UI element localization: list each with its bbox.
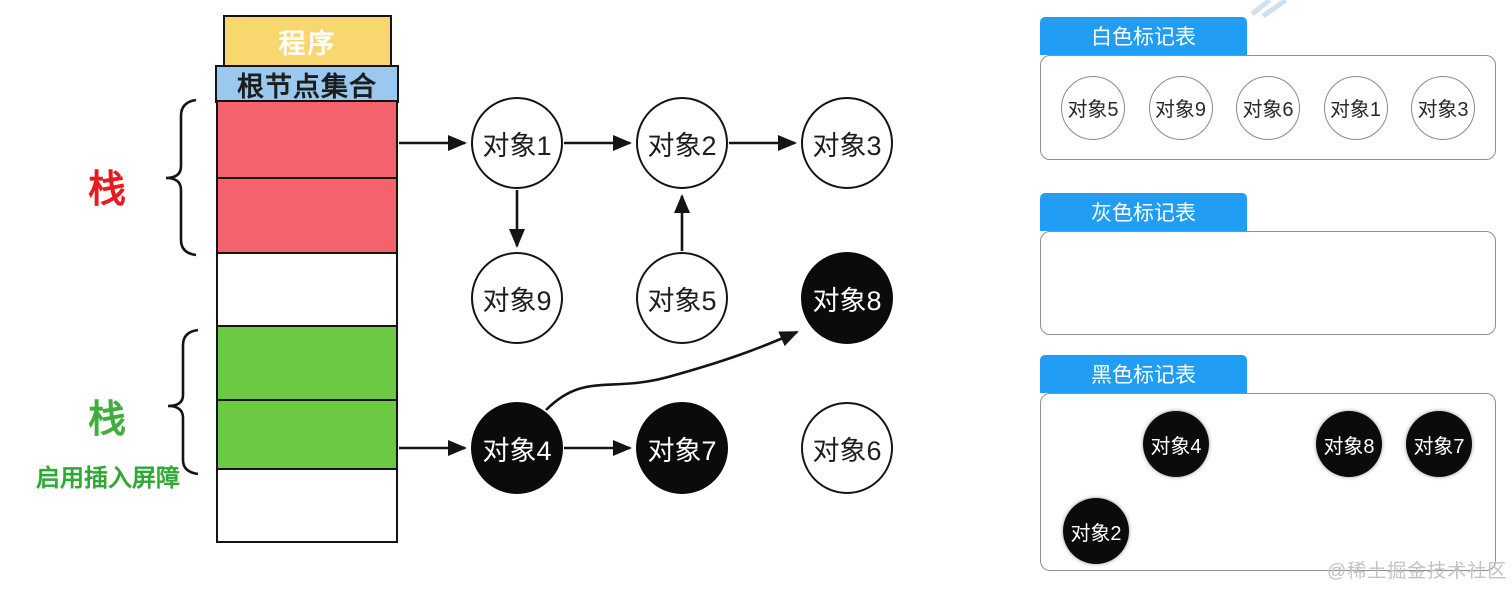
node-obj1: 对象1 [471, 97, 563, 189]
white-table-body: 对象5 对象9 对象6 对象1 对象3 [1040, 55, 1496, 160]
node-obj8-label: 对象8 [812, 285, 882, 316]
site-watermark: @稀土掘金技术社区 [1327, 561, 1508, 582]
black-table-body: 对象4 对象8 对象7 对象2 [1040, 393, 1496, 571]
node-obj9-label: 对象9 [482, 285, 552, 316]
black-item-obj7: 对象7 [1406, 411, 1472, 477]
node-obj2: 对象2 [636, 97, 728, 189]
stack-row-green-2 [216, 399, 398, 471]
black-item-obj8-label: 对象8 [1323, 435, 1375, 458]
black-item-obj4: 对象4 [1143, 411, 1209, 477]
white-item-obj9: 对象9 [1148, 75, 1213, 140]
node-obj9: 对象9 [471, 252, 563, 344]
white-table-title: 白色标记表 [1091, 26, 1196, 49]
root-set-box: 根节点集合 [215, 65, 399, 103]
black-item-obj2: 对象2 [1063, 498, 1129, 564]
gray-table-title: 灰色标记表 [1091, 202, 1196, 225]
white-item-obj6: 对象6 [1236, 75, 1300, 140]
node-obj1-label: 对象1 [482, 130, 552, 161]
corner-sliver [1250, 0, 1288, 19]
white-item-obj6-label: 对象6 [1242, 99, 1294, 121]
gray-table-header: 灰色标记表 [1040, 193, 1247, 231]
insert-barrier-note: 启用插入屏障 [36, 465, 180, 492]
edge-obj4-obj8 [545, 330, 799, 411]
node-obj3: 对象3 [801, 97, 893, 189]
node-obj5-label: 对象5 [647, 285, 717, 316]
stack-row-green-1 [216, 325, 398, 402]
stack-row-red-1 [216, 100, 398, 180]
program-box: 程序 [223, 15, 392, 68]
black-table-header: 黑色标记表 [1040, 355, 1247, 393]
node-obj2-label: 对象2 [647, 130, 717, 161]
node-obj3-label: 对象3 [812, 130, 882, 161]
white-item-obj3: 对象3 [1411, 75, 1475, 140]
black-item-obj7-label: 对象7 [1413, 435, 1465, 458]
node-obj5: 对象5 [636, 252, 728, 344]
white-item-obj9-label: 对象9 [1154, 99, 1207, 121]
white-item-obj5-label: 对象5 [1067, 99, 1119, 121]
node-obj6: 对象6 [801, 402, 893, 494]
stack-row-white-2 [216, 468, 398, 543]
node-obj8: 对象8 [801, 252, 893, 344]
white-table-header: 白色标记表 [1040, 17, 1247, 55]
black-item-obj4-label: 对象4 [1150, 435, 1202, 458]
brace-red [165, 98, 197, 257]
node-obj7-label: 对象7 [647, 435, 717, 466]
stack-row-white-1 [216, 252, 398, 328]
black-table-title: 黑色标记表 [1091, 364, 1196, 387]
program-label: 程序 [278, 29, 337, 59]
node-obj7: 对象7 [636, 402, 728, 494]
white-item-obj3-label: 对象3 [1417, 99, 1469, 121]
black-item-obj8: 对象8 [1316, 411, 1382, 477]
node-obj6-label: 对象6 [812, 435, 882, 466]
stack-label-red: 栈 [88, 169, 127, 211]
white-item-obj1-label: 对象1 [1329, 99, 1382, 121]
node-obj4: 对象4 [471, 402, 563, 494]
gray-table-body [1040, 231, 1496, 335]
white-item-obj5: 对象5 [1061, 75, 1125, 140]
node-obj4-label: 对象4 [482, 435, 552, 466]
stack-row-red-2 [216, 177, 398, 255]
black-item-obj2-label: 对象2 [1070, 522, 1122, 545]
brace-green [167, 328, 199, 476]
white-item-obj1: 对象1 [1323, 75, 1388, 140]
root-set-label: 根节点集合 [237, 71, 377, 102]
stack-label-green: 栈 [88, 399, 127, 441]
